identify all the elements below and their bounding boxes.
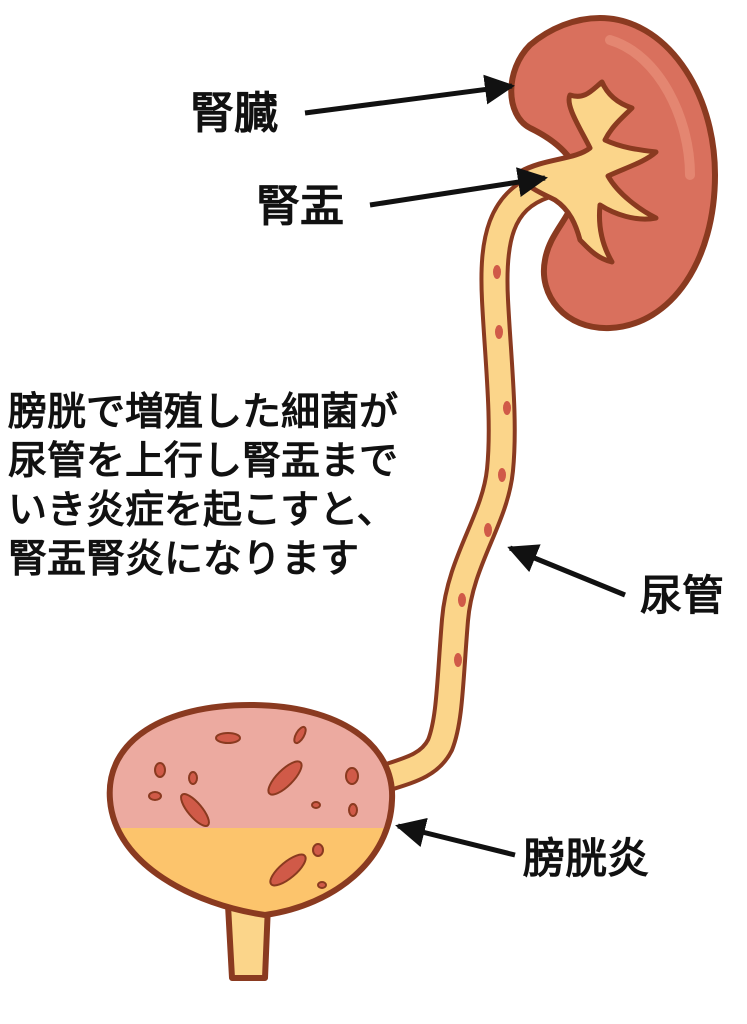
kidney-label: 腎臓 xyxy=(190,88,278,139)
explanation-line: いき炎症を起こすと、 xyxy=(8,488,396,533)
cystitis-label: 膀胱炎 xyxy=(523,834,650,883)
renal-pelvis xyxy=(517,79,659,265)
explanation-line: 膀胱で増殖した細菌が xyxy=(8,390,399,435)
renal-pelvis-label: 腎盂 xyxy=(256,181,344,232)
ureter-bacteria xyxy=(454,265,511,667)
explanation-line: 腎盂腎炎になります xyxy=(8,537,360,582)
bladder-bacteria xyxy=(148,725,359,889)
cystitis-arrow xyxy=(395,817,516,858)
kidney-arrow xyxy=(304,74,515,116)
ureter xyxy=(370,170,560,793)
explanation-text: 膀胱で増殖した細菌が 尿管を上行し腎盂まで いき炎症を起こすと、 腎盂腎炎になり… xyxy=(8,388,398,584)
ureter-arrow xyxy=(507,544,626,598)
ureter-label: 尿管 xyxy=(640,571,725,620)
pelvis-arrow xyxy=(369,167,548,208)
explanation-line: 尿管を上行し腎盂まで xyxy=(8,439,399,484)
